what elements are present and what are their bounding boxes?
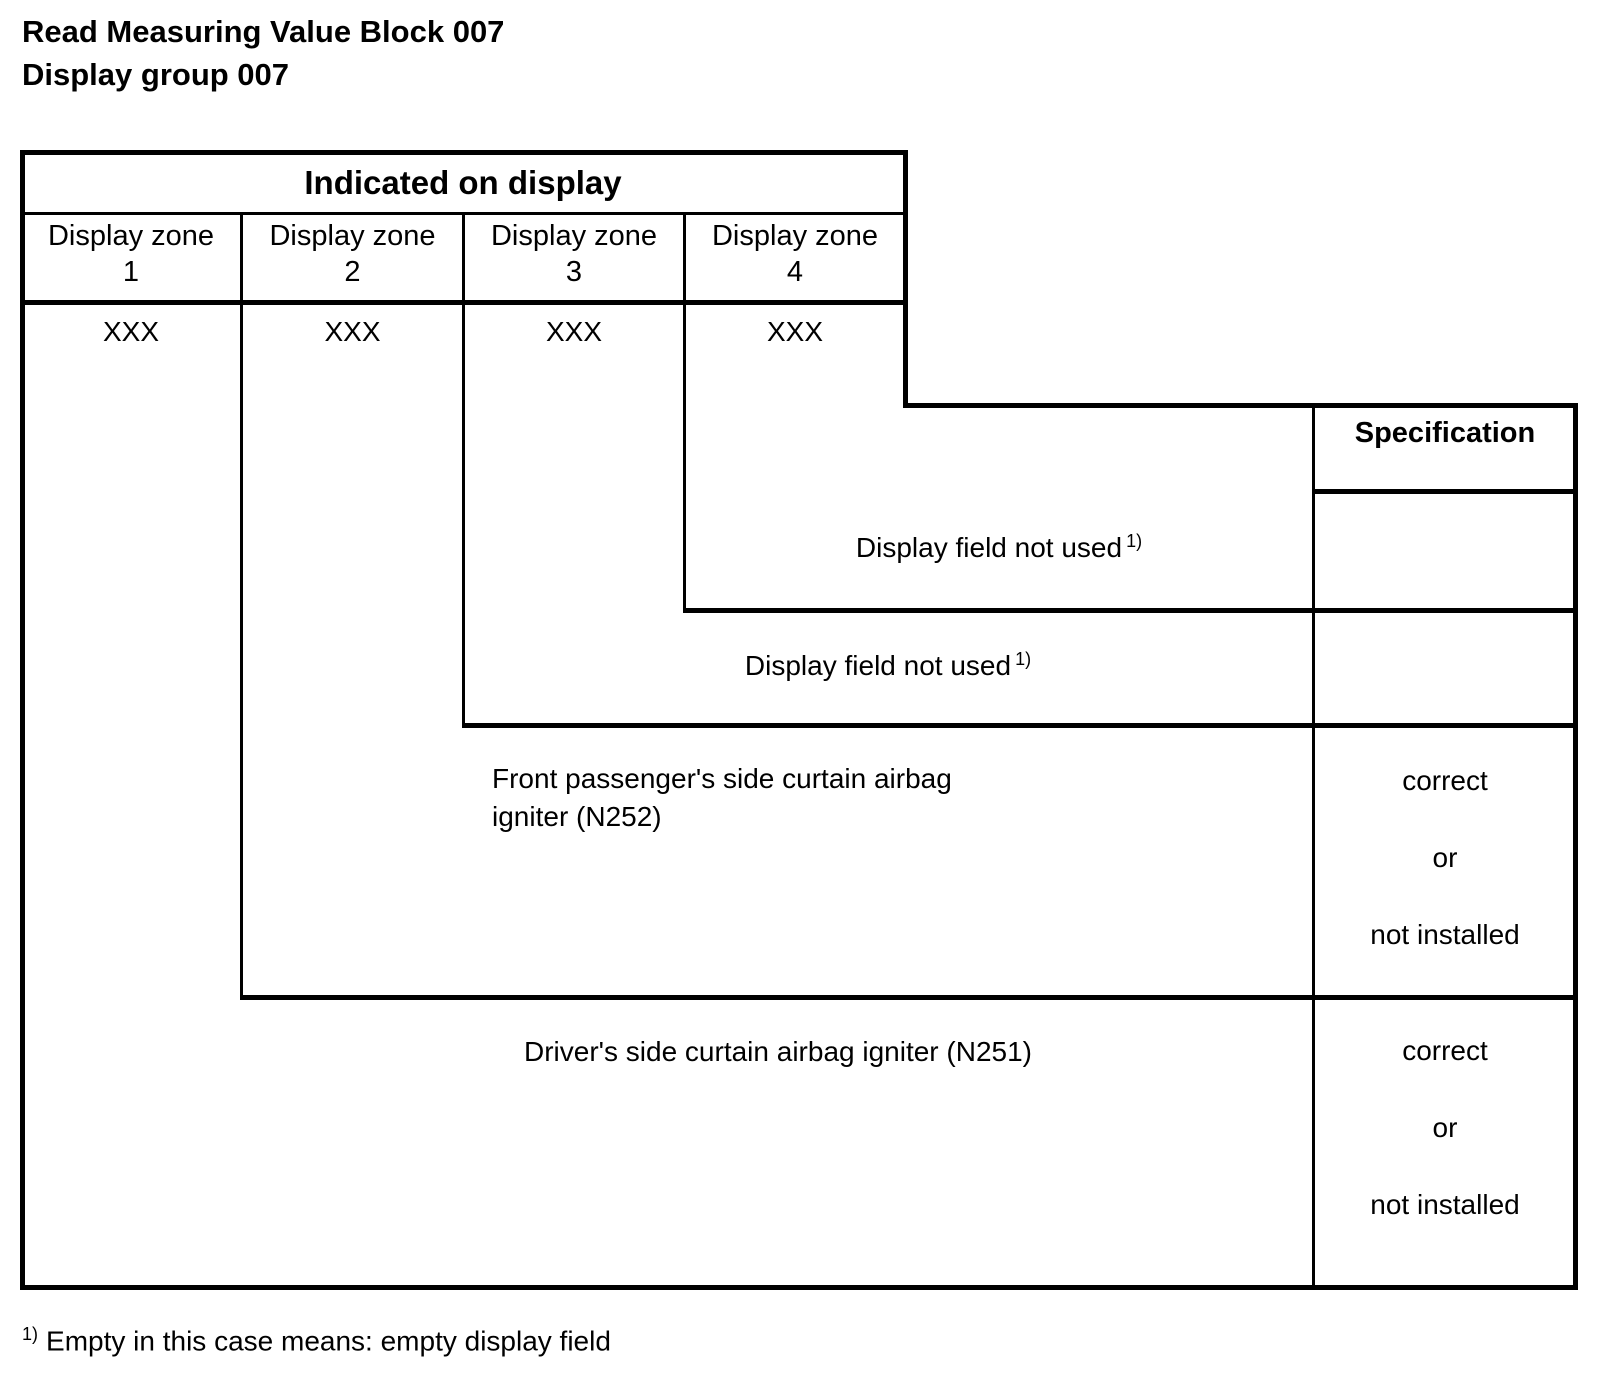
- row-1-description-label: Display field not used: [855, 532, 1123, 563]
- row-1-footnote-marker: 1): [1126, 530, 1143, 551]
- zone-header-number-1: 1: [122, 256, 140, 288]
- zone-header-label-1: Display zone: [47, 220, 215, 252]
- divider-specification: [1312, 403, 1315, 1290]
- group-header-cell: Indicated on display: [25, 155, 901, 210]
- zone-header-label-4: Display zone: [711, 220, 879, 252]
- border-zone-block-right: [903, 150, 908, 406]
- divider-zone-1-2: [240, 212, 243, 998]
- zone-value-label-3: XXX: [545, 316, 603, 347]
- border-bottom: [20, 1285, 1578, 1290]
- specification-header-cell: Specification: [1317, 410, 1573, 490]
- zone-value-2: XXX: [246, 313, 459, 361]
- row-3-specification: correct or not installed: [1317, 762, 1573, 954]
- footnote: 1) Empty in this case means: empty displa…: [22, 1316, 611, 1359]
- row-3-description-line-1: Front passenger's side curtain airbag: [492, 763, 952, 794]
- row-4-specification-line-1: correct: [1402, 1035, 1488, 1066]
- row-3-specification-line-1: correct: [1402, 765, 1488, 796]
- zone-header-2: Display zone 2: [246, 218, 459, 298]
- border-right: [1573, 403, 1578, 1290]
- zone-header-label-2: Display zone: [269, 220, 436, 252]
- border-step-1: [903, 403, 1578, 408]
- border-under-spec-header: [1312, 489, 1578, 494]
- row-1-specification: [1317, 492, 1573, 604]
- row-2-footnote-marker: 1): [1015, 648, 1032, 669]
- zone-value-label-2: XXX: [324, 316, 381, 347]
- row-3-specification-line-2: or: [1432, 842, 1458, 873]
- border-top: [20, 150, 905, 155]
- row-3-description-line-2: igniter (N252): [492, 801, 662, 832]
- zone-header-4: Display zone 4: [689, 218, 901, 298]
- zone-header-number-3: 3: [565, 256, 583, 288]
- specification-header-label: Specification: [1354, 417, 1536, 449]
- zone-header-label-3: Display zone: [490, 220, 658, 252]
- document-heading: Read Measuring Value Block 007 Display g…: [22, 10, 1222, 96]
- zone-header-1: Display zone 1: [25, 218, 237, 298]
- border-step-3: [462, 723, 1578, 728]
- row-3-description: Front passenger's side curtain airbag ig…: [492, 760, 1308, 860]
- border-left: [20, 150, 25, 1290]
- row-2-description-label: Display field not used: [744, 650, 1012, 681]
- heading-line-1: Read Measuring Value Block 007: [22, 14, 505, 49]
- row-3-specification-line-3: not installed: [1370, 919, 1520, 950]
- zone-value-3: XXX: [468, 313, 680, 361]
- row-4-specification-line-3: not installed: [1370, 1189, 1520, 1220]
- group-header-label: Indicated on display: [304, 163, 622, 201]
- border-step-4: [240, 995, 1578, 1000]
- row-2-specification: [1317, 612, 1573, 720]
- zone-header-3: Display zone 3: [468, 218, 680, 298]
- row-4-description-label: Driver's side curtain airbag igniter (N2…: [524, 1036, 1032, 1067]
- zone-value-4: XXX: [689, 313, 901, 361]
- row-4-specification-line-2: or: [1432, 1112, 1458, 1143]
- footnote-marker: 1): [22, 1324, 39, 1344]
- row-4-specification: correct or not installed: [1317, 1032, 1573, 1224]
- border-step-2: [683, 608, 1578, 613]
- divider-zone-2-3: [462, 212, 465, 726]
- row-4-description: Driver's side curtain airbag igniter (N2…: [248, 1030, 1308, 1074]
- zone-value-label-4: XXX: [766, 316, 824, 347]
- zone-header-number-2: 2: [344, 256, 361, 288]
- zone-header-number-4: 4: [786, 256, 804, 288]
- zone-value-1: XXX: [25, 313, 237, 361]
- footnote-text: Empty in this case means: empty display …: [46, 1325, 611, 1357]
- heading-line-2: Display group 007: [22, 57, 290, 92]
- divider-zone-3-4: [683, 212, 686, 611]
- zone-value-label-1: XXX: [102, 316, 160, 347]
